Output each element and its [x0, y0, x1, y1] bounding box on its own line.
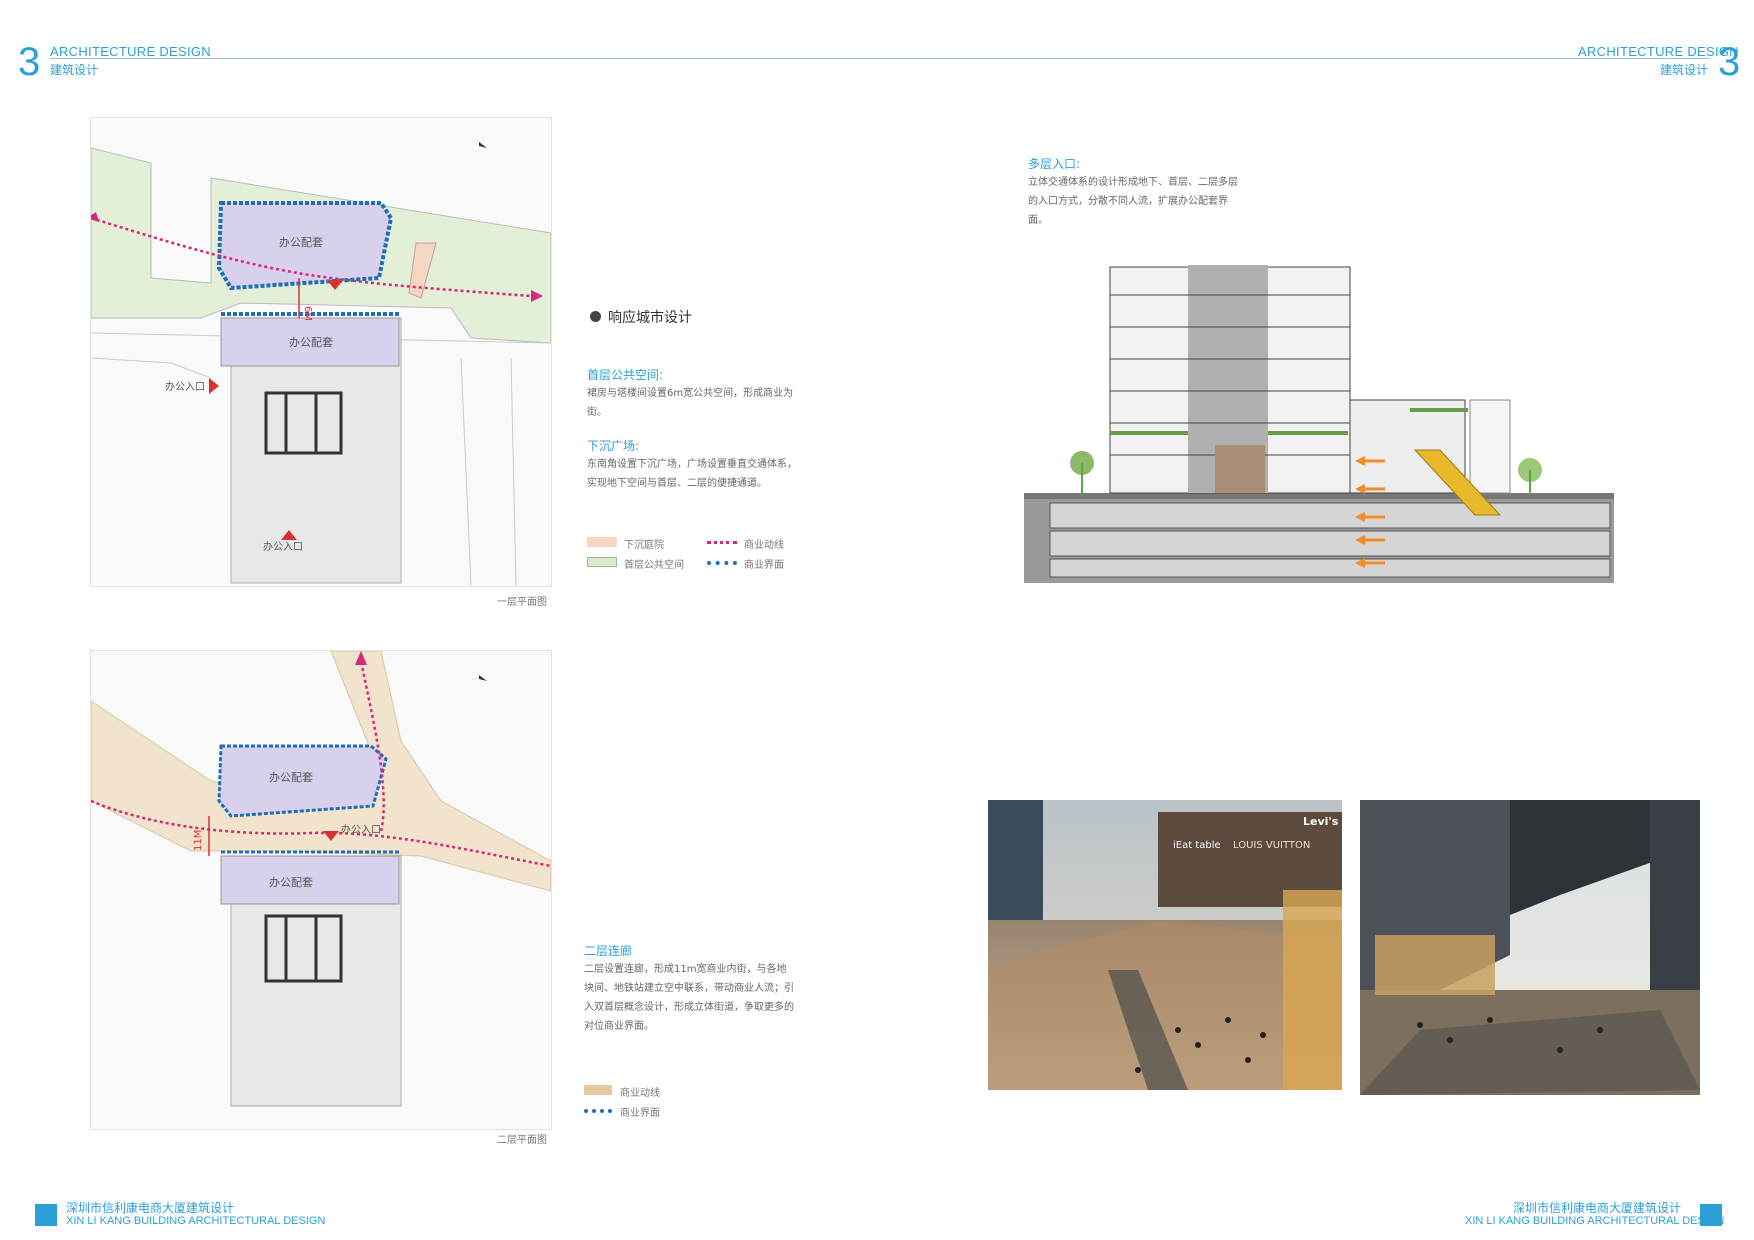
footer-left-en: XIN LI KANG BUILDING ARCHITECTURAL DESIG… — [66, 1215, 326, 1227]
legend1-swatch-face — [707, 561, 737, 565]
legend1-label-sunken: 下沉庭院 — [624, 540, 664, 551]
sunken-plaza-title: 下沉广场: — [587, 439, 640, 453]
section-title: 响应城市设计 — [608, 310, 692, 326]
multi-entry-body: 立体交通体系的设计形成地下、首层、二层多层的入口方式，分散不同人流，扩展办公配套… — [1028, 177, 1238, 226]
footer-right-cn: 深圳市信利康电商大厦建筑设计 — [1513, 1201, 1682, 1215]
commercial-street-photo — [1360, 800, 1700, 1095]
footer-right-square — [1700, 1204, 1722, 1226]
building-section-drawing — [1020, 255, 1620, 585]
legend1-label-flow: 商业动线 — [744, 540, 784, 551]
header-right-cn: 建筑设计 — [1660, 63, 1709, 77]
north-arrow-icon — [479, 142, 487, 148]
legend1-swatch-sunken — [587, 537, 617, 547]
plan2-entry: 办公入口 — [341, 823, 381, 836]
plan1-dim: 6M — [302, 306, 313, 321]
header-left-cn: 建筑设计 — [50, 63, 99, 77]
ground-floor-plan: 办公配套 办公配套 6M 办公入口 办公入口 — [90, 117, 552, 587]
north-arrow-icon-2 — [479, 675, 487, 681]
second-floor-plan: 办公配套 办公配套 11M 办公入口 — [90, 650, 552, 1130]
legend1-swatch-flow — [707, 541, 737, 544]
footer-right-en: XIN LI KANG BUILDING ARCHITECTURAL DESIG… — [1465, 1215, 1725, 1227]
multi-entry-title: 多层入口: — [1028, 157, 1081, 171]
second-floor-plan-drawing: 办公配套 办公配套 11M 办公入口 — [91, 651, 551, 1129]
legend2-swatch-flow — [584, 1085, 612, 1095]
plan1-office-label-mid: 办公配套 — [289, 336, 333, 349]
plan2-caption: 二层平面图 — [497, 1135, 547, 1146]
header-rule — [50, 58, 1710, 59]
plan1-office-label-top: 办公配套 — [279, 236, 323, 249]
second-corridor-body: 二层设置连廊，形成11m宽商业内街，与各地块间、地铁站建立空中联系，带动商业人流… — [584, 964, 794, 1032]
legend1-label-face: 商业界面 — [744, 560, 784, 571]
plan2-office-label-top: 办公配套 — [269, 771, 313, 784]
section-bullet — [590, 311, 601, 322]
legend2-swatch-face — [584, 1109, 612, 1113]
footer-left-cn: 深圳市信利康电商大厦建筑设计 — [66, 1201, 235, 1215]
mall-atrium-photo: LOUIS VUITTON Levi's iEat table — [988, 800, 1342, 1090]
sign-louis-vuitton: LOUIS VUITTON — [1233, 840, 1310, 851]
ground-public-title: 首层公共空间: — [587, 368, 664, 382]
header-left-en: ARCHITECTURE DESIGN — [50, 44, 211, 59]
legend1-label-public: 首层公共空间 — [624, 560, 684, 571]
header-right-number: 3 — [1718, 40, 1741, 84]
legend1-swatch-public — [587, 557, 617, 567]
legend2-label-face: 商业界面 — [620, 1108, 660, 1119]
sign-ieat: iEat table — [1173, 840, 1221, 851]
plan1-entry-bottom: 办公入口 — [263, 540, 303, 553]
legend2-label-flow: 商业动线 — [620, 1088, 660, 1099]
second-corridor-title: 二层连廊 — [584, 944, 633, 958]
plan2-dim: 11M — [193, 830, 204, 851]
plan1-caption: 一层平面图 — [497, 597, 547, 608]
ground-public-body: 裙房与塔楼间设置6m宽公共空间，形成商业为街。 — [587, 388, 794, 418]
sign-levis: Levi's — [1303, 815, 1339, 828]
plan2-office-label-mid: 办公配套 — [269, 876, 313, 889]
plan1-entry-left: 办公入口 — [165, 380, 205, 393]
header-right-en: ARCHITECTURE DESIGN — [1578, 44, 1739, 59]
ground-floor-plan-drawing: 办公配套 办公配套 6M 办公入口 办公入口 — [91, 118, 551, 586]
sunken-plaza-body: 东南角设置下沉广场，广场设置垂直交通体系，实现地下空间与首层、二层的便捷通道。 — [587, 459, 797, 489]
footer-left-square — [35, 1204, 57, 1226]
header-left-number: 3 — [18, 40, 41, 84]
